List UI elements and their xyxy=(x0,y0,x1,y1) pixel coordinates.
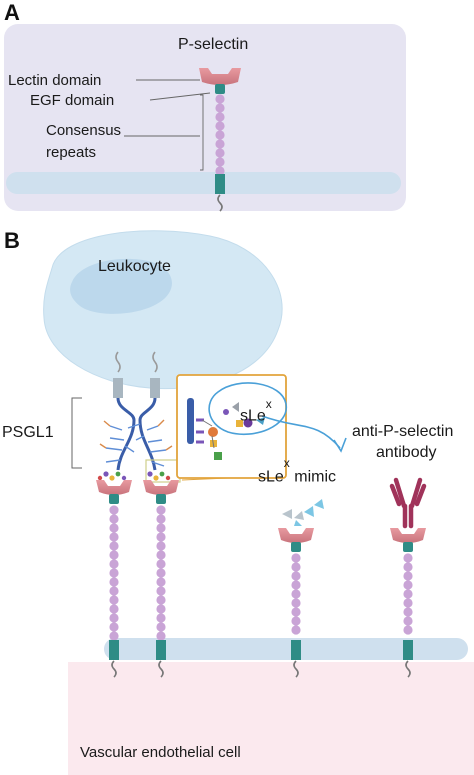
inset-box xyxy=(176,374,287,479)
p-selectin-b-4 xyxy=(390,528,426,678)
slex-label: sLex xyxy=(240,397,272,425)
slex-base: sLe xyxy=(240,407,266,425)
panel-b-membrane xyxy=(104,638,468,660)
egf-domain-label: EGF domain xyxy=(30,92,115,109)
p-selectin-b-3 xyxy=(278,528,314,678)
leukocyte-cell xyxy=(43,230,283,390)
antibody-label-2: antibody xyxy=(376,444,437,461)
panel-b-letter: B xyxy=(4,228,20,253)
lectin-domain-label: Lectin domain xyxy=(8,72,102,89)
antibody-label-1: anti-P-selectin xyxy=(352,423,454,440)
psgl1-bracket xyxy=(71,397,82,469)
consensus-repeats-shape xyxy=(215,94,225,176)
p-selectin-molecule-a xyxy=(199,68,241,212)
cytoplasmic-tail-a xyxy=(217,194,223,212)
mimic-slex-base: sLe xyxy=(258,468,284,486)
inset-contents xyxy=(187,382,347,460)
psgl1-dimer xyxy=(97,351,173,481)
slex-mimic-label: sLex mimic xyxy=(258,456,337,486)
panel-a-callouts xyxy=(124,79,211,171)
transmembrane-domain-a xyxy=(215,174,225,194)
consensus-repeats-label-1: Consensus xyxy=(46,122,122,139)
psgl1-highlight-box xyxy=(145,459,181,483)
p-selectin-b-1 xyxy=(96,480,132,678)
panel-a-letter: A xyxy=(4,0,20,25)
leukocyte-nucleus xyxy=(70,258,172,314)
lectin-domain-shape xyxy=(199,68,241,85)
p-selectin-title: P-selectin xyxy=(178,36,249,53)
mimic-word: mimic xyxy=(294,468,337,486)
panel-a-membrane xyxy=(6,172,401,194)
consensus-repeats-label-2: repeats xyxy=(46,144,97,161)
slex-superscript: x xyxy=(265,397,272,411)
p-selectin-b-2 xyxy=(143,480,179,678)
antibody-shape xyxy=(389,477,427,529)
slex-mimic-glycan xyxy=(282,499,324,526)
egf-domain-shape xyxy=(215,84,225,94)
endothelial-cell-label: Vascular endothelial cell xyxy=(80,744,241,761)
mimic-slex-superscript: x xyxy=(283,456,290,470)
leukocyte-label: Leukocyte xyxy=(98,258,171,275)
psgl1-label: PSGL1 xyxy=(2,424,54,441)
endothelial-cell xyxy=(68,662,474,775)
panel-a-background xyxy=(4,24,406,211)
